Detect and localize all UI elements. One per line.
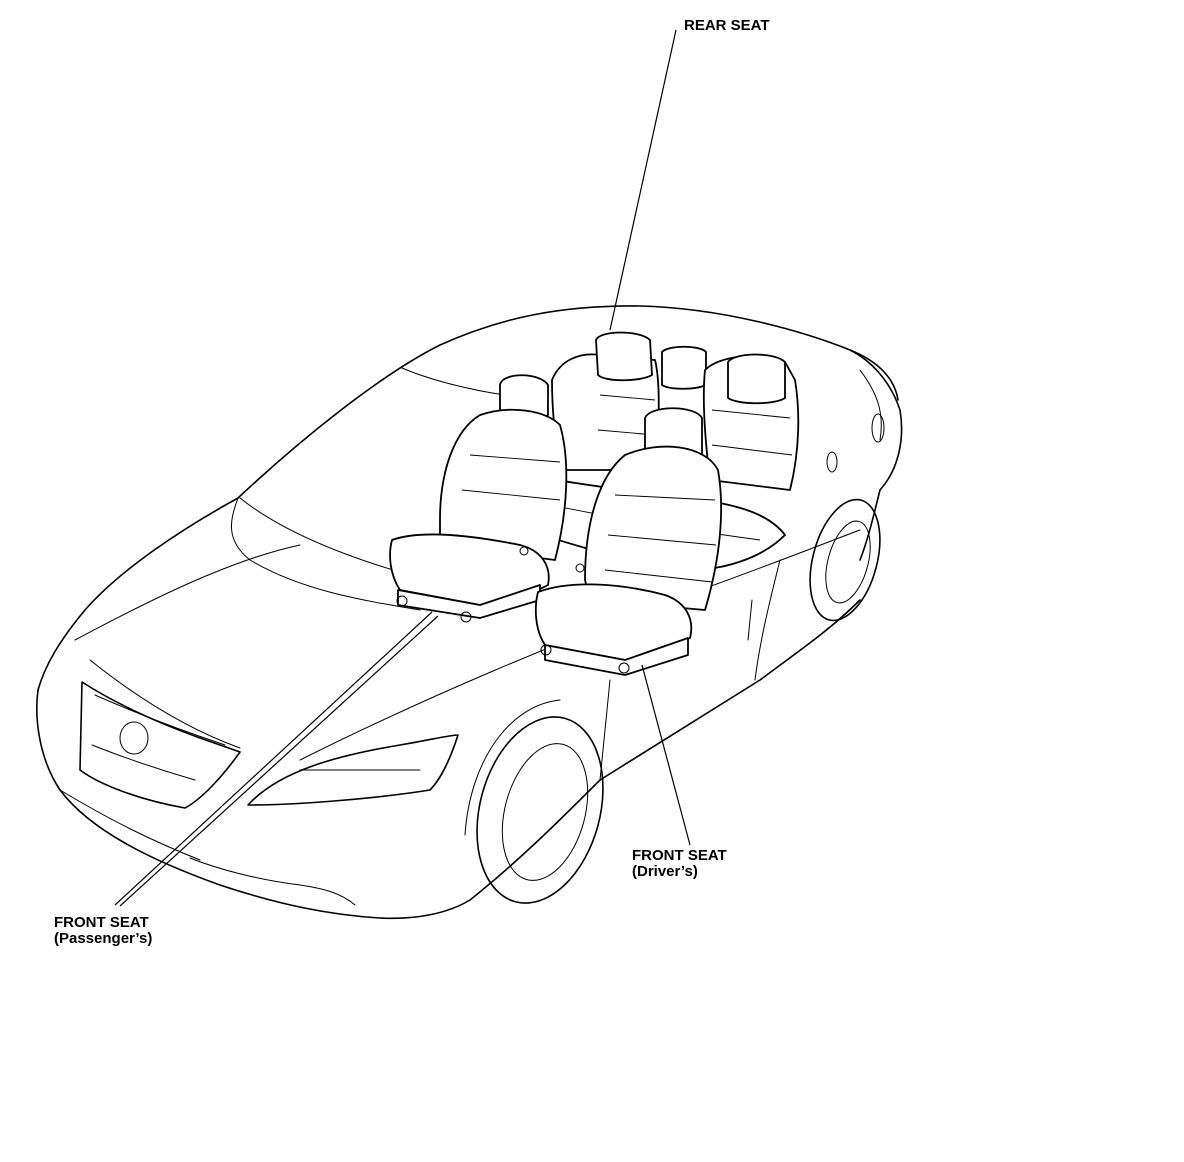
leader-line-passenger-seat-2: [119, 615, 439, 907]
front-seat-driver-label: FRONT SEAT (Driver’s): [632, 848, 727, 880]
leader-line-rear-seat: [609, 29, 677, 331]
front-seat-passenger-label-line2: (Passenger’s): [54, 930, 153, 947]
car-body: [36, 305, 903, 920]
rear-seat-label-text: REAR SEAT: [684, 17, 770, 34]
front-seat-passenger-label-line1: FRONT SEAT: [54, 914, 149, 931]
leader-line-passenger-seat: [114, 611, 433, 906]
front-seat-driver-label-line2: (Driver’s): [632, 863, 698, 880]
rear-seat-label: REAR SEAT: [684, 18, 770, 34]
front-seat-passenger-label: FRONT SEAT (Passenger’s): [54, 915, 152, 947]
front-seat-driver-label-line1: FRONT SEAT: [632, 847, 727, 864]
front-seat-passenger: [389, 374, 568, 623]
leader-line-driver-seat: [641, 664, 691, 846]
front-seat-driver: [534, 407, 722, 676]
